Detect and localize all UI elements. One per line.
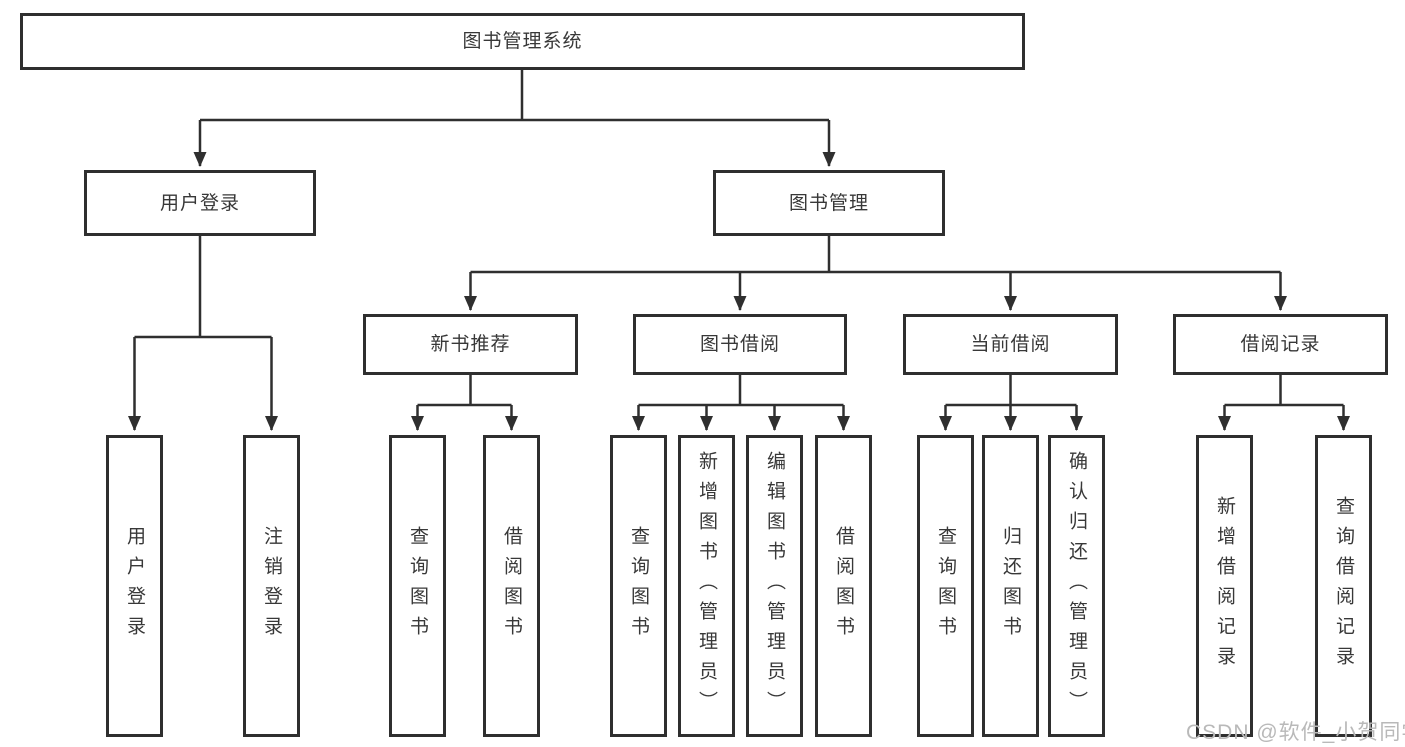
node-root-library-system: 图书管理系统	[20, 13, 1025, 70]
connector-current-borrow	[945, 375, 1077, 407]
node-label: 编辑图书（管理员）	[764, 451, 785, 721]
node-book-management: 图书管理	[713, 170, 945, 236]
node-label: 图书管理系统	[462, 31, 583, 52]
node-label: 图书借阅	[699, 334, 780, 355]
node-label: 用户登录	[124, 526, 145, 646]
connector-borrow-records	[1224, 375, 1344, 407]
node-label: 借阅图书	[501, 526, 522, 646]
node-user-login: 用户登录	[84, 170, 316, 236]
connector-user-login	[134, 236, 272, 339]
node-book-borrowing: 图书借阅	[633, 314, 847, 375]
node-label: 查询图书	[628, 526, 649, 646]
node-label: 新书推荐	[430, 334, 511, 355]
node-label: 图书管理	[788, 192, 869, 214]
node-label: 查询图书	[407, 526, 428, 646]
leaf-user-login: 用户登录	[106, 435, 163, 737]
connector-book-mgmt	[470, 236, 1281, 274]
node-new-book-recommendation: 新书推荐	[363, 314, 578, 375]
node-label: 借阅记录	[1240, 334, 1321, 355]
connector-root	[200, 70, 829, 122]
leaf-logout: 注销登录	[243, 435, 300, 737]
leaf-add-books-admin: 新增图书（管理员）	[678, 435, 735, 737]
node-borrowing-records: 借阅记录	[1173, 314, 1388, 375]
leaf-query-borrow-record: 查询借阅记录	[1315, 435, 1372, 737]
leaf-add-borrow-record: 新增借阅记录	[1196, 435, 1253, 737]
node-current-borrowing: 当前借阅	[903, 314, 1118, 375]
leaf-borrow-books: 借阅图书	[483, 435, 540, 737]
connector-new-book	[417, 375, 512, 407]
leaf-query-books: 查询图书	[917, 435, 974, 737]
node-label: 归还图书	[1000, 526, 1021, 646]
node-label: 注销登录	[261, 526, 282, 646]
leaf-borrow-books: 借阅图书	[815, 435, 872, 737]
node-label: 借阅图书	[833, 526, 854, 646]
leaf-query-books: 查询图书	[610, 435, 667, 737]
node-label: 用户登录	[159, 192, 240, 214]
connector-book-borrow	[638, 375, 844, 407]
csdn-watermark: CSDN @软件_小贺同学	[1186, 721, 1405, 744]
node-label: 查询借阅记录	[1333, 496, 1354, 676]
node-label: 查询图书	[935, 526, 956, 646]
leaf-edit-books-admin: 编辑图书（管理员）	[746, 435, 803, 737]
node-label: 确认归还（管理员）	[1066, 451, 1087, 721]
leaf-return-books: 归还图书	[982, 435, 1039, 737]
node-label: 新增借阅记录	[1214, 496, 1235, 676]
node-label: 新增图书（管理员）	[696, 451, 717, 721]
node-label: 当前借阅	[970, 334, 1051, 355]
leaf-confirm-return-admin: 确认归还（管理员）	[1048, 435, 1105, 737]
leaf-query-books: 查询图书	[389, 435, 446, 737]
